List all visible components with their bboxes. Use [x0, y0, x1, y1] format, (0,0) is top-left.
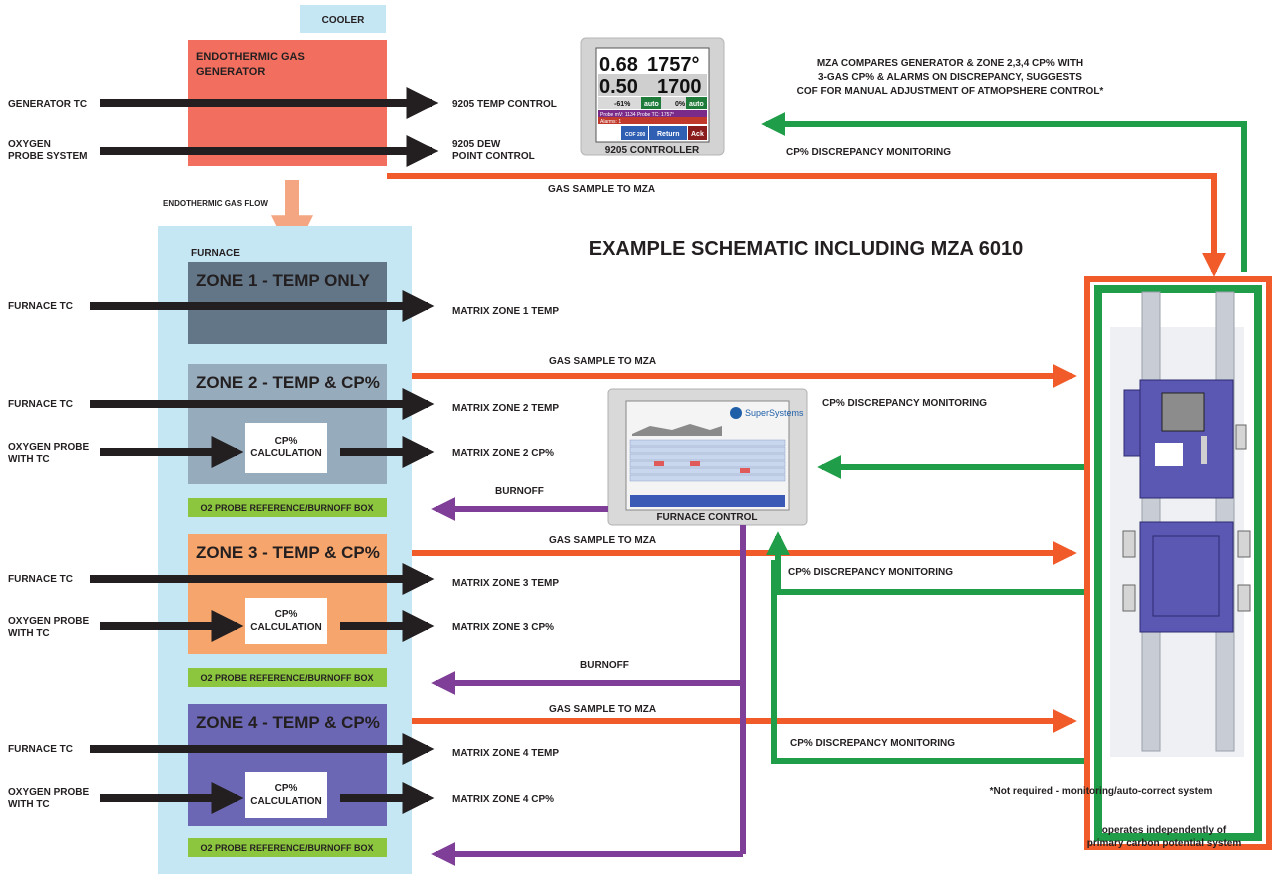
zone3-calc-line2: CALCULATION: [250, 622, 321, 633]
footnote-line2: operates independently of: [1102, 825, 1227, 836]
cooler-label: COOLER: [322, 15, 366, 26]
controller-cp-setpoint: 0.50: [599, 76, 638, 98]
zone2-monitor-label: CP% DISCREPANCY MONITORING: [822, 398, 987, 409]
furnace-control-panel: SuperSystems FURNACE CONTROL: [607, 388, 808, 526]
generator-o2-label-line1: OXYGEN: [8, 139, 51, 150]
zone4-title: ZONE 4 - TEMP & CP%: [196, 713, 380, 732]
controller-cp-actual: 0.68: [599, 54, 638, 76]
generator-monitor-line: [761, 112, 1247, 272]
controller-9205: 0.68 1757° 0.50 1700 -61% auto 0% auto P…: [580, 37, 725, 156]
zone2-burnoff-label: BURNOFF: [495, 486, 544, 497]
controller-alarm-line: Alarms: 1: [600, 119, 621, 125]
controller-probe-line: Probe mV: 1134 Probe TC: 1757°: [600, 112, 674, 118]
zone2-o2-label-line1: OXYGEN PROBE: [8, 442, 89, 453]
zone3-title: ZONE 3 - TEMP & CP%: [196, 543, 380, 562]
zone3-temp-label: MATRIX ZONE 3 TEMP: [452, 578, 559, 589]
generator-o2-label-line2: PROBE SYSTEM: [8, 151, 87, 162]
zone4-tc-label: FURNACE TC: [8, 744, 73, 755]
generator-temp-control-label: 9205 TEMP CONTROL: [452, 99, 557, 110]
zone3-monitor-line: [766, 531, 1086, 595]
zone1-temp-label: MATRIX ZONE 1 TEMP: [452, 306, 559, 317]
generator-title-line1: ENDOTHERMIC GAS: [196, 51, 305, 63]
mza-note-line2: 3-GAS CP% & ALARMS ON DISCREPANCY, SUGGE…: [818, 72, 1082, 83]
zone3-burnoff-label: BURNOFF: [580, 660, 629, 671]
zone3-gas-sample-label: GAS SAMPLE TO MZA: [549, 535, 656, 546]
zone3-cp-label: MATRIX ZONE 3 CP%: [452, 622, 554, 633]
zone3-burnoff-box: [188, 668, 387, 687]
controller-temp-setpoint: 1700: [657, 76, 702, 98]
generator-monitor-label: CP% DISCREPANCY MONITORING: [786, 147, 951, 158]
zone4-monitor-line: [771, 560, 1086, 764]
footnote-line1: *Not required - monitoring/auto-correct …: [990, 786, 1213, 797]
controller-ack-button: [688, 126, 707, 140]
cooler-box: [300, 5, 386, 33]
footnote-line3: primary carbon potential system: [1087, 838, 1242, 849]
zone4-calc-line2: CALCULATION: [250, 796, 321, 807]
zone2-tc-label: FURNACE TC: [8, 399, 73, 410]
generator-tc-label: GENERATOR TC: [8, 99, 87, 110]
svg-text:Ack: Ack: [691, 131, 704, 138]
zone3-calc-line1: CP%: [275, 609, 298, 620]
zone4-calc-box: [245, 772, 327, 818]
zone3-calc-box: [245, 598, 327, 644]
controller-auto-a: auto: [644, 101, 659, 108]
furnace-control-brand: SuperSystems: [745, 408, 804, 418]
zone2-calc-box: [245, 423, 327, 473]
zone4-burnoff-box: [188, 838, 387, 857]
zone2-gas-sample-label: GAS SAMPLE TO MZA: [549, 356, 656, 367]
generator-gas-sample-line: [387, 173, 1226, 277]
svg-text:COF 200: COF 200: [625, 132, 646, 138]
mza-note-line1: MZA COMPARES GENERATOR & ZONE 2,3,4 CP% …: [817, 58, 1083, 69]
controller-auto-b: auto: [689, 101, 704, 108]
controller-pct-a: -61%: [614, 101, 631, 108]
controller-pct-b: 0%: [675, 101, 686, 108]
controller-caption: 9205 CONTROLLER: [605, 145, 700, 156]
zone1-tc-label: FURNACE TC: [8, 301, 73, 312]
zone4-burnoff-box-label: O2 PROBE REFERENCE/BURNOFF BOX: [200, 843, 373, 853]
zone2-burnoff-box-label: O2 PROBE REFERENCE/BURNOFF BOX: [200, 503, 373, 513]
zone4-temp-label: MATRIX ZONE 4 TEMP: [452, 748, 559, 759]
generator-dew-label-line1: 9205 DEW: [452, 139, 501, 150]
generator-gas-sample-label: GAS SAMPLE TO MZA: [548, 184, 655, 195]
zone4-calc-line1: CP%: [275, 783, 298, 794]
schematic-title: EXAMPLE SCHEMATIC INCLUDING MZA 6010: [589, 238, 1023, 260]
zone4-gas-sample-label: GAS SAMPLE TO MZA: [549, 704, 656, 715]
zone2-title: ZONE 2 - TEMP & CP%: [196, 373, 380, 392]
zone4-o2-label-line2: WITH TC: [8, 799, 50, 810]
mza-6010-unit: [1084, 276, 1272, 850]
zone2-burnoff-box: [188, 498, 387, 517]
zone2-calc-line1: CP%: [275, 436, 298, 447]
generator-title-line2: GENERATOR: [196, 66, 265, 78]
zone3-monitor-label: CP% DISCREPANCY MONITORING: [788, 567, 953, 578]
zone3-tc-label: FURNACE TC: [8, 574, 73, 585]
zone2-temp-label: MATRIX ZONE 2 TEMP: [452, 403, 559, 414]
endo-gas-flow-label: ENDOTHERMIC GAS FLOW: [163, 199, 268, 208]
svg-text:Return: Return: [657, 131, 680, 138]
zone4-monitor-label: CP% DISCREPANCY MONITORING: [790, 738, 955, 749]
zone3-o2-label-line2: WITH TC: [8, 628, 50, 639]
zone3-o2-label-line1: OXYGEN PROBE: [8, 616, 89, 627]
zone2-o2-label-line2: WITH TC: [8, 454, 50, 465]
generator-dew-label-line2: POINT CONTROL: [452, 151, 535, 162]
zone4-cp-label: MATRIX ZONE 4 CP%: [452, 794, 554, 805]
zone1-title: ZONE 1 - TEMP ONLY: [196, 271, 370, 290]
zone2-calc-line2: CALCULATION: [250, 448, 321, 459]
zone2-cp-label: MATRIX ZONE 2 CP%: [452, 448, 554, 459]
zone4-o2-label-line1: OXYGEN PROBE: [8, 787, 89, 798]
mza-note-line3: COF FOR MANUAL ADJUSTMENT OF ATMOPSHERE …: [797, 86, 1104, 97]
controller-return-button: [649, 126, 687, 140]
furnace-label: FURNACE: [191, 248, 240, 259]
zone3-burnoff-box-label: O2 PROBE REFERENCE/BURNOFF BOX: [200, 673, 373, 683]
controller-cof-button: [621, 126, 648, 140]
controller-temp-actual: 1757°: [647, 54, 700, 76]
furnace-control-caption: FURNACE CONTROL: [656, 512, 757, 523]
